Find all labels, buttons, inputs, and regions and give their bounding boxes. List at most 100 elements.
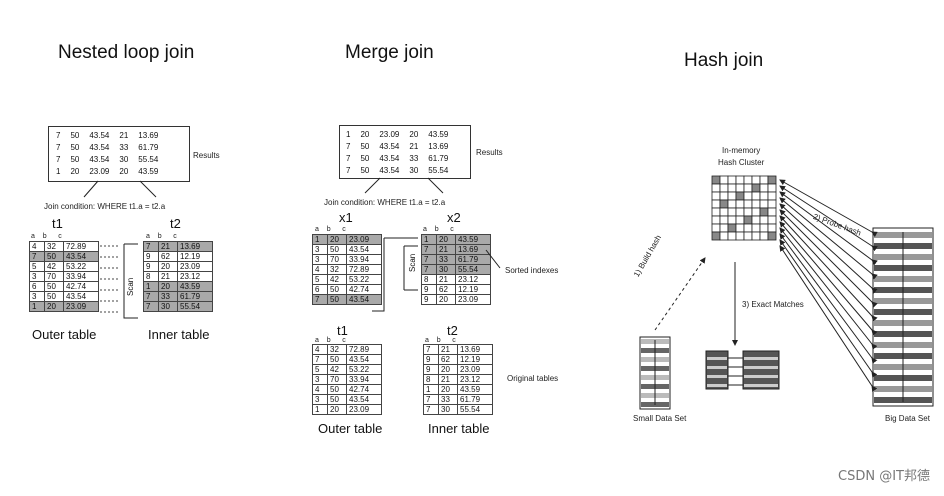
probe-hash-arrow [779, 245, 878, 392]
hash-cluster-cell [743, 183, 753, 193]
hash-cluster-cell [743, 231, 753, 241]
result-cell: 50 [360, 153, 370, 163]
probe-hash-arrow [779, 239, 878, 378]
result-cell: 33 [409, 153, 419, 163]
hash-cluster-cell [727, 183, 737, 193]
hash-cluster-cell [727, 175, 737, 185]
result-cell: 1 [56, 166, 61, 176]
merge-sorted-label: Sorted indexes [505, 266, 559, 275]
nested-scan-bracket [123, 243, 138, 319]
hash-cluster-cell [759, 215, 769, 225]
hash-cluster-cell [767, 199, 777, 209]
hash-cluster-cell [743, 215, 753, 225]
hash-cluster-cell [767, 231, 777, 241]
result-cell: 13.69 [138, 130, 159, 140]
probe-hash-arrow [779, 215, 878, 322]
result-cell: 50 [360, 165, 370, 175]
result-cell: 1 [346, 129, 351, 139]
merge-result-line-right [427, 177, 444, 194]
hash-big-label: Big Data Set [885, 414, 930, 423]
nested-outer-label: Outer table [32, 327, 97, 342]
result-cell: 7 [56, 142, 61, 152]
hash-cluster-cell [751, 223, 761, 233]
table-cell: 23.09 [346, 404, 382, 415]
result-cell: 50 [70, 130, 80, 140]
result-cell: 7 [346, 153, 351, 163]
merge-result-line-left [364, 177, 381, 194]
table-cell: 55.54 [457, 404, 493, 415]
result-cell: 30 [409, 165, 419, 175]
nested-t2-headers: a b c [146, 233, 177, 240]
match-row-left [707, 375, 727, 378]
hash-cluster-cell [727, 199, 737, 209]
hash-cluster-cell [711, 199, 721, 209]
hash-cluster-cell [727, 207, 737, 217]
hash-cluster-cell [719, 175, 729, 185]
merge-join-condition: Join condition: WHERE t1.a = t2.a [324, 198, 446, 207]
probe-hash-arrow [779, 191, 878, 266]
hash-cluster-cell [735, 183, 745, 193]
merge-inner-label: Inner table [428, 421, 490, 436]
result-cell: 20 [360, 129, 370, 139]
result-cell: 21 [409, 141, 419, 151]
merge-x2-label: x2 [447, 210, 461, 225]
hash-cluster-cell [767, 175, 777, 185]
match-row-right [744, 357, 778, 360]
hash-cluster-cell [711, 215, 721, 225]
hash-join-title: Hash join [684, 50, 764, 71]
hash-cluster-cell [759, 183, 769, 193]
merge-original-label: Original tables [507, 374, 559, 383]
result-cell: 23.09 [379, 129, 400, 139]
table-cell: 23.09 [455, 294, 491, 305]
hash-cluster-cell [751, 215, 761, 225]
merge-t1-label: t1 [337, 323, 348, 338]
hash-cluster-cell [759, 207, 769, 217]
hash-cluster-cell [719, 231, 729, 241]
hash-cluster-cell [735, 175, 745, 185]
hash-cluster-cell [767, 223, 777, 233]
result-cell: 20 [119, 166, 129, 176]
result-cell: 43.54 [379, 165, 400, 175]
hash-cluster-cell [735, 191, 745, 201]
hash-cluster-cell [759, 175, 769, 185]
match-block-right [742, 350, 780, 390]
merge-join-title: Merge join [345, 42, 434, 63]
nested-inner-label: Inner table [148, 327, 210, 342]
hash-cluster-cell [711, 175, 721, 185]
hash-cluster-cell [735, 207, 745, 217]
hash-cluster-cell [759, 231, 769, 241]
table-cell: 55.54 [177, 301, 213, 312]
merge-results-label: Results [476, 148, 503, 157]
hash-cluster-cell [719, 223, 729, 233]
hash-cluster-cell [759, 199, 769, 209]
match-row-right [744, 375, 778, 378]
hash-cluster-cell [711, 223, 721, 233]
hash-cluster-cell [735, 231, 745, 241]
match-block-left [705, 350, 729, 390]
result-cell: 50 [70, 154, 80, 164]
match-row-left [707, 384, 727, 387]
hash-cluster-cell [719, 191, 729, 201]
hash-cluster-cell [719, 215, 729, 225]
match-row-left [707, 357, 727, 360]
result-cell: 21 [119, 130, 129, 140]
result-cell: 61.79 [428, 153, 449, 163]
hash-cluster-cell [751, 175, 761, 185]
